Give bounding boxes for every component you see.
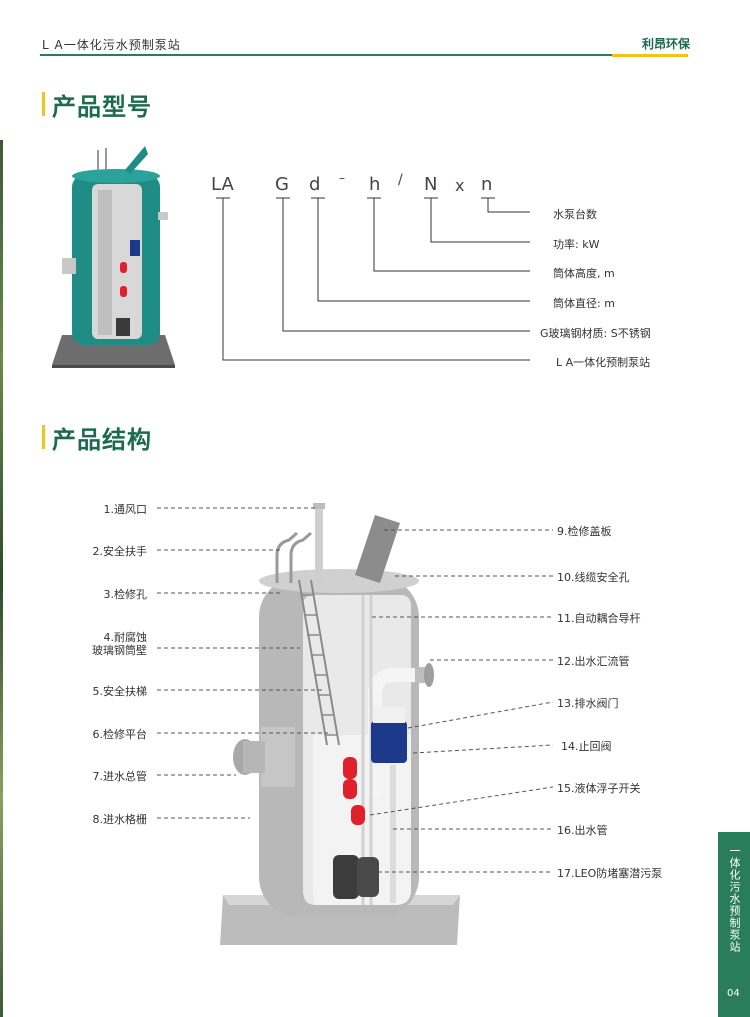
section-title-structure: 产品结构 — [52, 426, 152, 454]
desc-pump-count: 水泵台数 — [553, 208, 597, 221]
teal-tank-illustration — [52, 146, 175, 368]
section-title-model: 产品型号 — [52, 93, 152, 121]
code-slash: / — [398, 172, 403, 188]
code-dash: – — [339, 171, 345, 185]
label-platform: 6.检修平台 — [92, 728, 148, 741]
label-pump: 17.LEO防堵塞潜污泵 — [557, 867, 663, 880]
header-divider — [40, 54, 688, 56]
label-cover-plate: 9.检修盖板 — [557, 525, 612, 538]
float-switch — [343, 757, 357, 779]
label-handrail: 2.安全扶手 — [92, 545, 148, 558]
label-check-valve: 14.止回阀 — [561, 740, 612, 753]
maintenance-cover — [355, 515, 400, 583]
label-float-switch: 15.液体浮子开关 — [557, 782, 641, 795]
leader-g — [282, 198, 530, 332]
tank-pump-unit — [130, 240, 140, 256]
label-outlet-pipe: 16.出水管 — [557, 824, 608, 837]
code-h: h — [369, 174, 381, 195]
desc-material: G玻璃钢材质: S不锈钢 — [540, 327, 651, 340]
header-brand: 利昂环保 — [642, 37, 691, 51]
tank-lid — [125, 146, 148, 174]
section-marker — [42, 92, 45, 116]
leader-h — [373, 198, 530, 272]
label-inlet-main: 7.进水总管 — [92, 770, 148, 783]
side-tab — [718, 832, 750, 1017]
inlet-box — [261, 727, 295, 787]
desc-power: 功率: kW — [553, 238, 600, 251]
desc-height: 筒体高度, m — [553, 267, 615, 280]
label-wall-line2: 玻璃钢筒壁 — [92, 644, 147, 657]
drain-valve — [371, 721, 407, 763]
desc-series: L A一体化预制泵站 — [556, 356, 651, 369]
label-drain-valve: 13.排水阀门 — [557, 697, 619, 710]
tank-inlet-pipe — [62, 258, 76, 274]
safety-handrail — [275, 531, 298, 583]
code-n-upper: N — [424, 174, 438, 195]
code-x: x — [455, 176, 465, 195]
station-illustration — [220, 503, 460, 945]
code-d: d — [309, 174, 321, 195]
side-tab-text: 一体化污水预制泵站 — [728, 845, 741, 953]
label-cable-hole: 10.线缆安全孔 — [557, 571, 630, 584]
label-guide-rail: 11.自动耦合导杆 — [557, 612, 641, 625]
model-code-leaders — [216, 197, 530, 361]
safety-ladder — [298, 579, 328, 746]
label-vent: 1.通风口 — [103, 503, 148, 516]
label-outlet-manifold: 12.出水汇流管 — [557, 655, 630, 668]
section-marker — [42, 425, 45, 449]
vent-pipe — [315, 505, 323, 585]
label-manhole: 3.检修孔 — [103, 588, 148, 601]
desc-diameter: 筒体直径: m — [553, 297, 615, 310]
submersible-pump — [333, 855, 359, 899]
leader-la — [222, 198, 530, 361]
leader-n — [430, 198, 530, 243]
header-title: L A一体化污水预制泵站 — [42, 38, 181, 52]
leader-count — [487, 198, 530, 213]
code-g: G — [275, 174, 289, 195]
code-n-lower: n — [481, 174, 493, 195]
label-ladder: 5.安全扶梯 — [92, 685, 148, 698]
code-la: LA — [211, 174, 234, 195]
label-wall-line1: 4.耐腐蚀 — [103, 631, 148, 644]
header-divider-accent — [612, 54, 688, 57]
page-number: 04 — [727, 988, 740, 999]
label-inlet-grate: 8.进水格栅 — [92, 813, 148, 826]
left-edge-strip — [0, 140, 3, 1017]
leader-d — [317, 198, 530, 302]
